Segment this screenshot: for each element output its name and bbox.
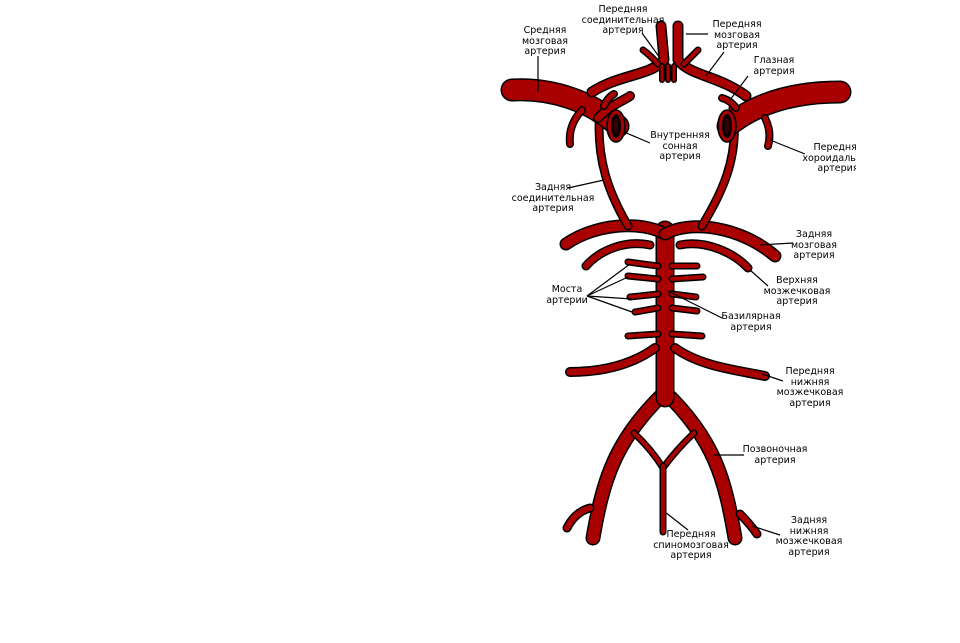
left-pica [562,503,595,533]
left-pontine-1 [624,330,662,340]
right-pontine-4 [668,273,707,283]
label-middle-cerebral-artery: Средняя мозговая артерия [522,25,568,57]
leader-pontine-2 [586,276,629,297]
label-posterior-communicating-artery: Задняя соединительная артерия [511,182,595,214]
left-pontine-5 [624,258,662,270]
label-posterior-inferior-cerebellar-artery: Задняя нижняя мозжечковая артерия [775,515,843,558]
left-mca-branch [565,106,586,148]
leader-ophthalmic [729,75,749,101]
label-anterior-inferior-cerebellar-artery: Передняя нижняя мозжечковая артерия [776,366,844,409]
left-anterior-cerebral-artery [586,20,670,98]
right-pontine-1 [668,330,706,340]
anterior-communicating-artery [659,63,677,83]
left-pontine-2 [631,304,662,316]
right-ophthalmic-artery [718,94,740,112]
label-anterior-choroidal-artery: Передняя хороидальная артерия [802,142,856,174]
leader-pcom [567,179,605,189]
left-pontine-4 [624,272,662,283]
right-mca-branch [761,114,774,150]
leader-pontine-3 [586,295,633,300]
left-ophthalmic-artery [600,90,618,110]
label-ophthalmic-artery: Глазная артерия [753,55,795,77]
leader-asa [664,511,689,531]
leader-aica [761,373,784,382]
leader-basilar [667,290,723,319]
left-carotid-lumen [613,118,619,134]
leader-pca [759,242,794,246]
label-posterior-cerebral-artery: Задняя мозговая артерия [791,229,837,261]
leader-aca-2 [705,51,725,77]
left-internal-carotid-artery [593,91,635,123]
left-vertebral-artery [585,384,673,546]
right-middle-cerebral-artery [716,80,852,138]
left-spinal-root [630,429,667,472]
leader-acom [641,32,661,59]
label-pontine-arteries: Моста артерии [546,284,588,306]
label-basilar-artery: Базилярная артерия [721,311,781,333]
right-pontine-2 [668,304,701,315]
leader-pontine-1 [586,263,631,297]
right-anterior-cerebral-artery [672,20,752,102]
right-vertebral-artery [657,384,743,546]
label-internal-carotid-artery: Внутренняя сонная артерия [650,130,710,162]
right-pica [735,509,762,539]
leader-ica [623,131,651,144]
leader-pica [751,525,781,536]
right-aica [670,343,770,381]
label-anterior-communicating-artery: Передняя соединительная артерия [581,4,665,36]
right-superior-cerebellar-artery [675,239,753,273]
label-anterior-cerebral-artery: Передняя мозговая артерия [712,19,762,51]
right-aca-branch [680,46,702,68]
left-posterior-cerebral-artery [559,219,672,251]
leader-acha [769,139,806,155]
label-vertebral-artery: Позвоночная артерия [742,444,808,466]
left-aica [565,343,660,377]
leader-sca [749,269,769,287]
left-pontine-3 [626,290,662,301]
leader-pontine-4 [586,295,633,313]
right-spinal-root [659,429,698,472]
right-carotid-lumen [724,118,730,134]
left-superior-cerebellar-artery [581,239,655,271]
label-anterior-spinal-artery: Передняя спиномозговая артерия [653,529,729,561]
artery-drawing [500,20,852,546]
diagram-canvas: Передняя соединительная артерия Средняя … [500,4,856,561]
label-superior-cerebellar-artery: Верхняя мозжечковая артерия [763,275,831,307]
left-aca-branch [639,46,662,68]
right-posterior-cerebral-artery [658,220,782,263]
